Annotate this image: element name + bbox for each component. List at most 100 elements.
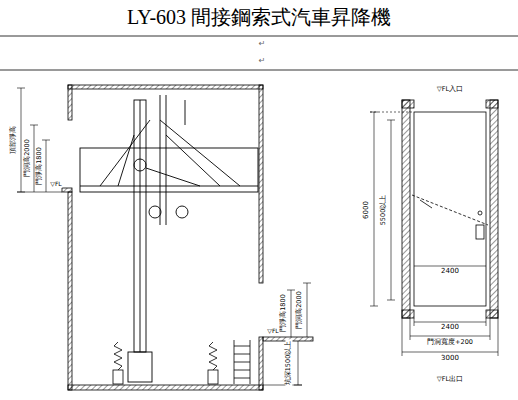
dimension-label: 坑深1500以上 <box>285 340 292 387</box>
plan-platform <box>412 195 488 225</box>
plan-dimension-lines <box>370 112 498 356</box>
plan-walls <box>490 100 498 318</box>
plan-platform <box>414 112 486 306</box>
dimension-label: ▽FL入口 <box>436 86 464 93</box>
mast <box>134 100 146 352</box>
mast <box>146 168 200 186</box>
platform <box>80 148 258 192</box>
dimension-lines <box>298 341 299 385</box>
mast <box>128 352 152 382</box>
dimension-label: 3000 <box>440 355 460 363</box>
title: LY-603 間接鋼索式汽車昇降機 <box>0 4 518 31</box>
dimension-lines <box>17 88 311 385</box>
plan-dimension-lines <box>402 318 403 356</box>
plan-walls <box>402 100 410 318</box>
mast <box>134 159 146 171</box>
platform <box>80 148 258 192</box>
dimension-lines <box>307 283 308 337</box>
dimension-label: 門洞高2000 <box>296 290 303 330</box>
dimension-label: ▽FL <box>266 328 279 335</box>
dimension-label: 6000 <box>363 200 371 220</box>
plan-dimension-lines <box>387 300 395 301</box>
mast <box>166 135 220 186</box>
buffers <box>209 342 217 370</box>
plan-dimension-lines <box>498 318 499 356</box>
buffers <box>113 370 123 384</box>
dimension-lines <box>46 140 47 192</box>
shaft-walls <box>62 188 72 192</box>
pit-ladder <box>234 340 250 384</box>
dimension-label: 門淨高1800 <box>280 293 287 333</box>
dimension-lines <box>287 290 295 291</box>
shaft-walls <box>259 85 263 283</box>
plan-dimension-lines <box>490 318 491 340</box>
mast <box>100 95 240 382</box>
plan-walls <box>402 310 414 318</box>
plan-dimension-lines <box>374 112 375 306</box>
dimension-lines <box>42 140 50 141</box>
dimension-lines <box>263 385 302 386</box>
plan-dimension-lines <box>414 322 486 323</box>
pit-ladder <box>234 370 250 371</box>
plan-dimension-lines <box>410 336 490 337</box>
mast <box>149 206 161 218</box>
mast <box>140 100 141 352</box>
dimension-lines <box>303 283 311 284</box>
shaft-walls <box>62 85 313 390</box>
dimension-label: 門淨高1800 <box>36 146 43 186</box>
shaft-walls <box>68 385 263 390</box>
plan-dimension-lines <box>410 318 411 340</box>
dimension-label: 5500以上 <box>380 194 387 227</box>
buffers <box>208 370 218 384</box>
mast <box>160 120 240 186</box>
page-rules <box>0 70 518 71</box>
pit-ladder <box>234 346 250 347</box>
buffers <box>113 342 218 384</box>
plan-dimension-lines <box>414 266 486 267</box>
dimension-label: ▽FL <box>49 181 62 188</box>
plan-walls <box>402 100 414 108</box>
dimension-lines <box>30 125 38 126</box>
plan-walls <box>486 310 498 318</box>
dimension-label: ↵ <box>258 40 267 49</box>
dimension-label: 門洞高2000 <box>24 138 31 178</box>
mast <box>185 100 186 125</box>
dimension-label: 門洞寬度+200 <box>426 339 474 346</box>
mast <box>118 135 134 186</box>
mast <box>100 120 150 186</box>
plan-dimension-lines <box>391 120 392 300</box>
plan-dimension-lines <box>370 112 414 113</box>
plan-platform <box>478 211 482 215</box>
shaft-walls <box>68 85 263 89</box>
mast <box>176 206 188 218</box>
dimension-lines <box>21 88 22 192</box>
shaft-walls <box>259 337 263 390</box>
buffers <box>114 342 122 370</box>
dimension-lines <box>17 192 62 193</box>
dimension-lines <box>291 290 292 337</box>
dimension-label: ▽FL出口 <box>436 376 464 383</box>
plan-dimension-lines <box>414 318 415 326</box>
pit-ladder <box>234 378 250 379</box>
mast <box>160 95 161 225</box>
plan-platform <box>412 112 488 306</box>
shaft-walls <box>68 85 72 120</box>
plan-dimension-lines <box>486 318 487 326</box>
plan-walls <box>402 100 498 318</box>
plan-platform <box>476 225 484 239</box>
dimension-lines <box>34 125 35 192</box>
platform <box>80 186 258 187</box>
dimension-label: 頂部淨高 <box>10 125 17 155</box>
dimension-label: ↵ <box>258 57 267 66</box>
plan-dimension-lines <box>370 306 378 307</box>
dimension-label: 2400 <box>440 268 460 276</box>
page-rules <box>0 36 518 37</box>
plan-dimension-lines <box>402 352 498 353</box>
shaft-walls <box>68 192 72 390</box>
plan-platform <box>420 200 432 208</box>
plan-dimension-lines <box>387 120 395 121</box>
dimension-lines <box>17 88 25 89</box>
mast <box>166 95 167 225</box>
pit-ladder <box>234 362 250 363</box>
pit-ladder <box>234 354 250 355</box>
